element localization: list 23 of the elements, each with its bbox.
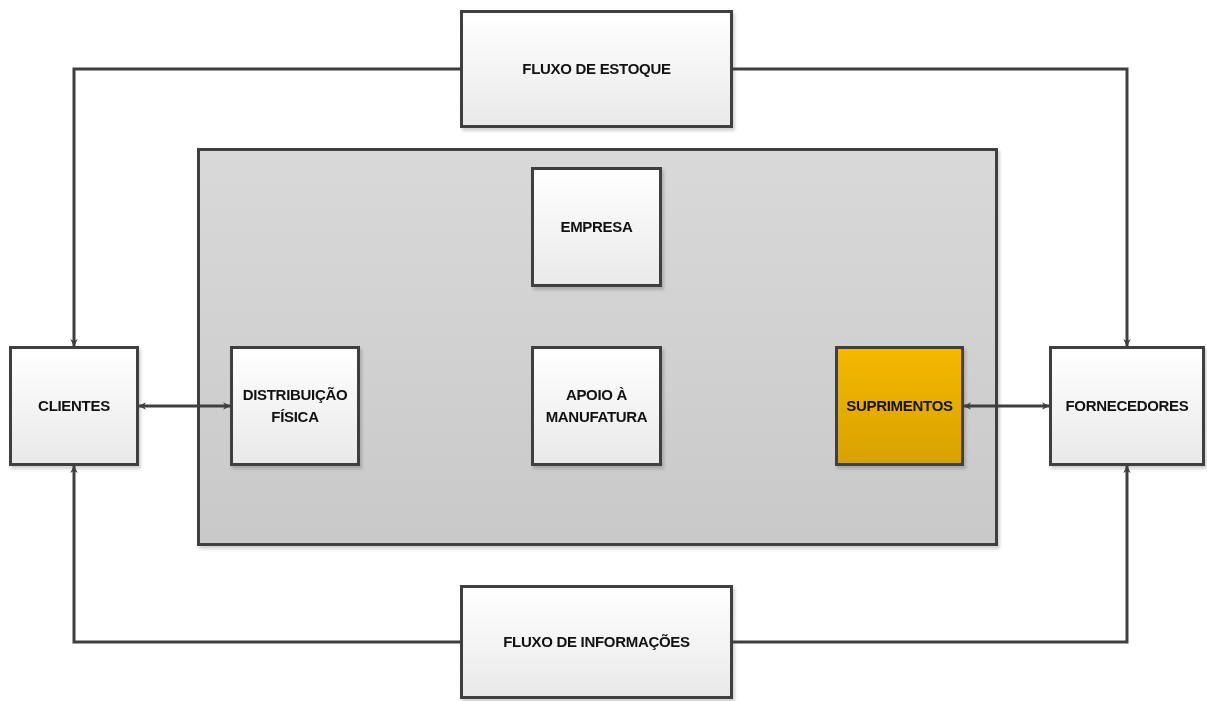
box-label: DISTRIBUIÇÃO FÍSICA [241, 385, 349, 427]
process-box [460, 10, 733, 128]
process-box [531, 167, 662, 287]
box-label: SUPRIMENTOS [845, 396, 954, 417]
arrow [70, 465, 460, 644]
process-box [460, 585, 733, 699]
process-box [9, 346, 139, 466]
box-label: EMPRESA [559, 217, 634, 238]
arrow [733, 465, 1131, 644]
arrow [70, 67, 460, 347]
box-label: FORNECEDORES [1064, 396, 1190, 417]
box-label: FLUXO DE INFORMAÇÕES [502, 632, 691, 653]
process-box [531, 346, 662, 466]
process-box [230, 346, 360, 466]
arrow [733, 67, 1131, 347]
box-label: FLUXO DE ESTOQUE [521, 59, 672, 80]
process-box [835, 346, 964, 466]
process-box [1049, 346, 1205, 466]
box-label: APOIO À MANUFATURA [544, 385, 649, 427]
group-panel [197, 148, 998, 546]
arrow [963, 402, 1050, 410]
arrow [138, 402, 231, 410]
box-label: CLIENTES [37, 396, 111, 417]
